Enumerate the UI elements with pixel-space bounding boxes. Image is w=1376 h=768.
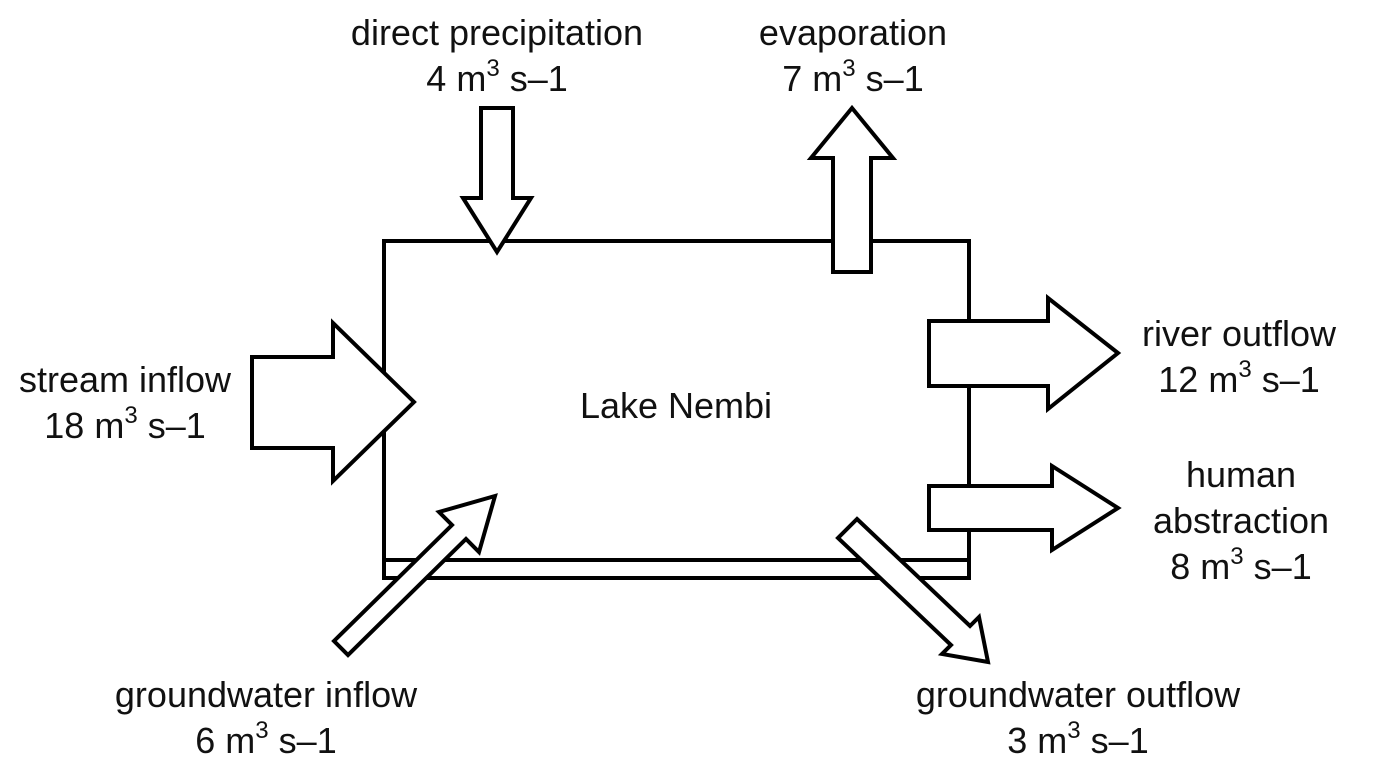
groundwater-inflow-arrow — [331, 493, 498, 658]
groundwater-inflow-rate: 6 m3 s–1 — [195, 717, 337, 762]
river-outflow-rate: 12 m3 s–1 — [1158, 356, 1320, 401]
stream-inflow-arrow — [250, 318, 417, 486]
direct-precipitation-rate: 4 m3 s–1 — [426, 55, 568, 100]
stream-inflow-rate: 18 m3 s–1 — [44, 402, 206, 447]
human-abstraction-arrow — [927, 462, 1122, 554]
evaporation-rate: 7 m3 s–1 — [782, 55, 924, 100]
groundwater-outflow-label: groundwater outflow 3 m3 s–1 — [916, 672, 1240, 764]
river-outflow-arrow — [927, 293, 1122, 414]
direct-precipitation-label: direct precipitation 4 m3 s–1 — [351, 10, 643, 102]
groundwater-outflow-arrow — [835, 516, 991, 665]
river-outflow-name: river outflow — [1141, 313, 1337, 354]
groundwater-inflow-label: groundwater inflow 6 m3 s–1 — [115, 672, 417, 764]
direct-precipitation-name: direct precipitation — [350, 12, 644, 53]
evaporation-arrow — [806, 104, 898, 274]
evaporation-label: evaporation 7 m3 s–1 — [759, 10, 947, 102]
groundwater-outflow-name: groundwater outflow — [915, 674, 1241, 715]
human-abstraction-name-2: abstraction — [1152, 500, 1330, 541]
stream-inflow-label: stream inflow 18 m3 s–1 — [19, 357, 231, 449]
human-abstraction-rate: 8 m3 s–1 — [1170, 543, 1312, 588]
direct-precipitation-arrow — [459, 106, 535, 256]
groundwater-outflow-rate: 3 m3 s–1 — [1007, 717, 1149, 762]
stream-inflow-name: stream inflow — [18, 359, 232, 400]
groundwater-inflow-name: groundwater inflow — [114, 674, 418, 715]
human-abstraction-name-1: human — [1185, 454, 1297, 495]
evaporation-name: evaporation — [758, 12, 948, 53]
river-outflow-label: river outflow 12 m3 s–1 — [1142, 311, 1336, 403]
lake-name: Lake Nembi — [579, 385, 773, 426]
human-abstraction-label: human abstraction 8 m3 s–1 — [1153, 452, 1329, 590]
